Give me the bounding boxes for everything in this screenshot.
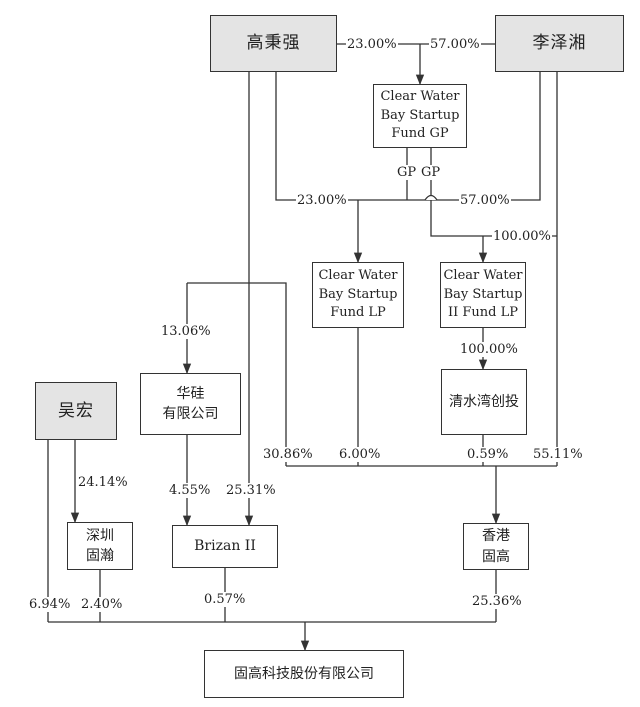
line-crossing-hop bbox=[424, 194, 438, 201]
entity-li-zexiang: 李泽湘 bbox=[495, 15, 624, 72]
entity-gugao-tech: 固高科技股份有限公司 bbox=[204, 650, 404, 698]
label-qsw-to-hk: 0.59% bbox=[466, 447, 510, 462]
line-gp-right bbox=[430, 148, 557, 237]
entity-wu-hong: 吴宏 bbox=[35, 382, 117, 440]
entity-gao-bingqiang: 高秉强 bbox=[210, 15, 337, 72]
label-hk-to-gugao: 25.36% bbox=[471, 594, 523, 609]
label-brizan-to-gugao: 0.57% bbox=[203, 592, 247, 607]
label-gao-to-gp: 23.00% bbox=[346, 37, 398, 52]
label-ii-to-qsw: 100.00% bbox=[459, 342, 519, 357]
label-gao-to-lp: 23.00% bbox=[296, 193, 348, 208]
label-huagui-in: 13.06% bbox=[160, 324, 212, 339]
label-huagui-to-brizan: 4.55% bbox=[168, 483, 212, 498]
entity-cwb-fund-lp: Clear Water Bay Startup Fund LP bbox=[312, 262, 404, 328]
entity-cwb-ii-fund-lp: Clear Water Bay Startup II Fund LP bbox=[440, 262, 526, 328]
label-gp-left: GP bbox=[396, 165, 418, 180]
entity-brizan: Brizan II bbox=[172, 525, 278, 568]
entity-qingshuiwan: 清水湾创投 bbox=[441, 369, 527, 435]
entity-huagui: 华硅 有限公司 bbox=[140, 373, 241, 435]
line-gao-down bbox=[275, 72, 541, 201]
label-li-to-gp: 57.00% bbox=[429, 37, 481, 52]
label-li-to-lp: 57.00% bbox=[459, 193, 511, 208]
label-gp-right: GP bbox=[420, 165, 442, 180]
label-gp-to-ii: 100.00% bbox=[492, 229, 552, 244]
label-li-to-hk: 55.11% bbox=[532, 447, 584, 462]
label-wu-to-guhan: 24.14% bbox=[77, 475, 129, 490]
label-wu-to-gugao: 6.94% bbox=[28, 597, 72, 612]
entity-shenzhen-guhan: 深圳 固瀚 bbox=[67, 522, 133, 570]
label-gao-to-brizan: 25.31% bbox=[225, 483, 277, 498]
label-fundlp-to-hk: 6.00% bbox=[338, 447, 382, 462]
entity-cwb-fund-gp: Clear Water Bay Startup Fund GP bbox=[373, 84, 467, 148]
label-guhan-to-gugao: 2.40% bbox=[80, 597, 124, 612]
line-huagui-top bbox=[187, 282, 287, 466]
entity-hongkong-gugao: 香港 固高 bbox=[463, 523, 529, 570]
label-lp-direct-hk: 30.86% bbox=[262, 447, 314, 462]
